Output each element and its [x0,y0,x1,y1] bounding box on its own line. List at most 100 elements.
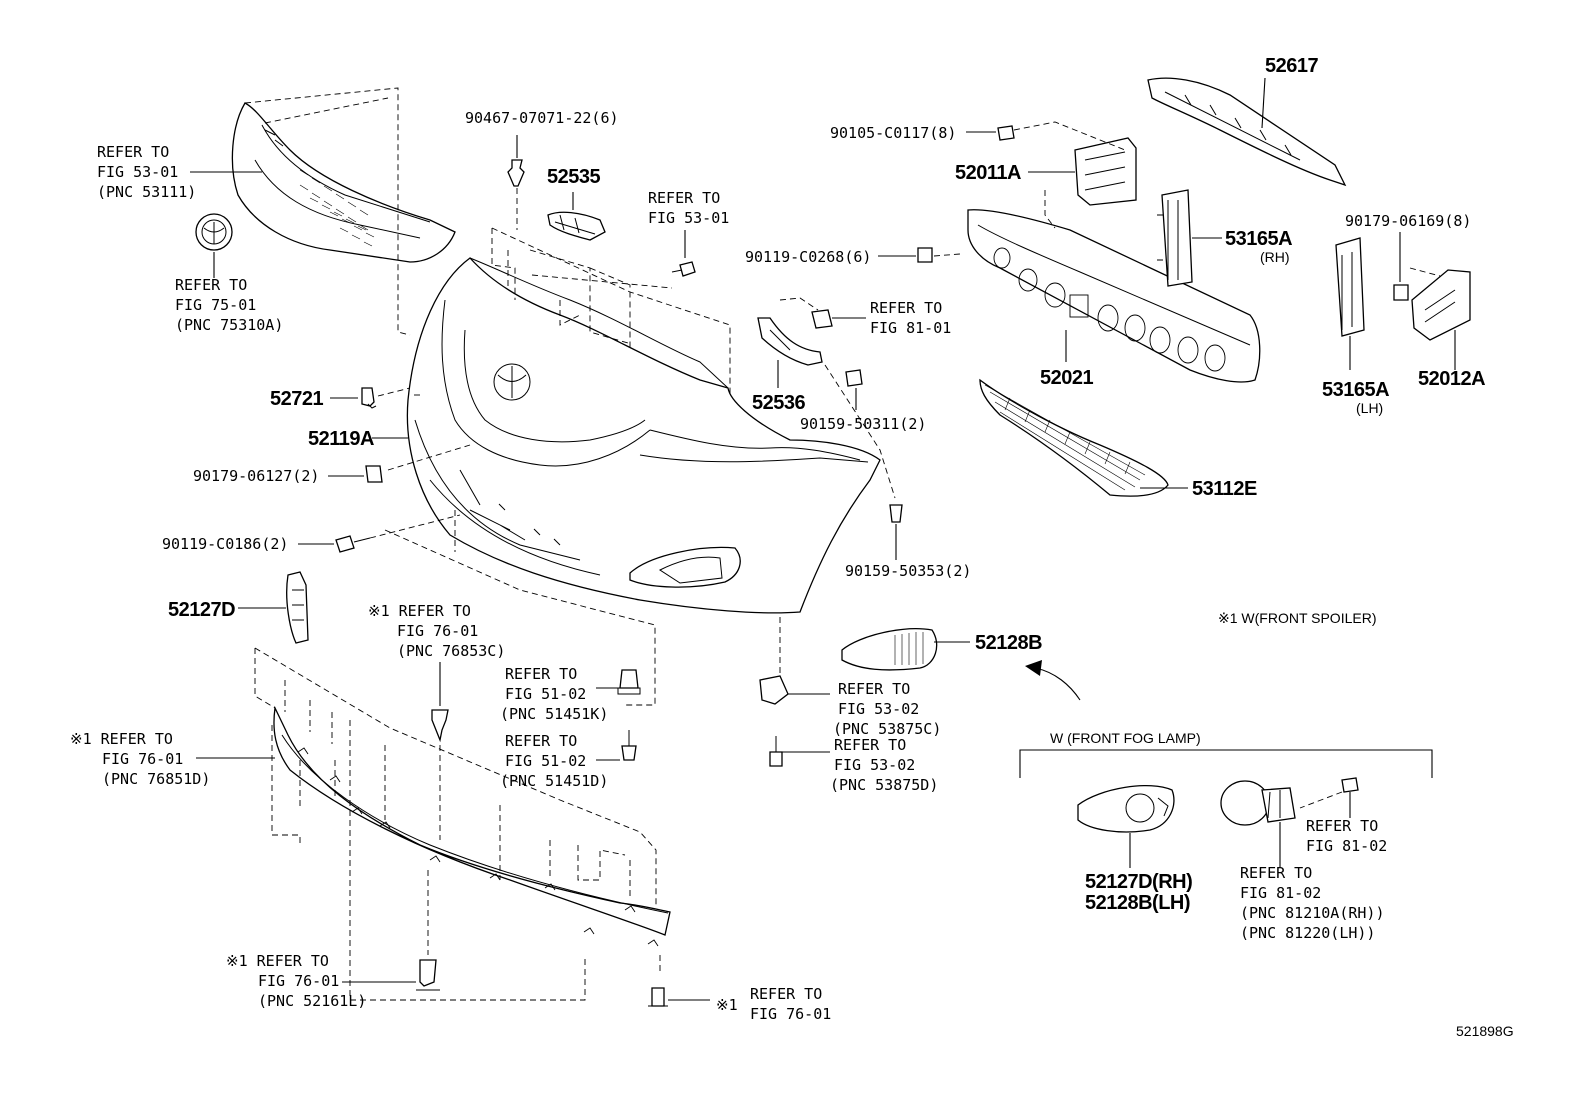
label-90467: 90467-07071-22(6) [465,109,619,127]
bolt-90119-C0268 [917,247,933,263]
lower-grille-53112E [979,378,1169,497]
label-refer-81-02-b-l2: FIG 81-02 [1240,884,1321,902]
label-refer-76853C-l2: FIG 76-01 [397,622,478,640]
bolt-refer-53-01 [671,261,696,277]
bracket-52535 [547,211,606,241]
bolt-90119-C0186 [335,535,371,553]
label-refer-52161L-l1: ※1 REFER TO [226,952,329,970]
label-52721: 52721 [270,388,323,410]
label-lh: (LH) [1356,400,1383,416]
bolt-53875D [769,736,783,767]
clip-76853C [431,709,449,743]
nut-90179-06169 [1393,284,1409,301]
nut-90179-06127 [365,465,383,483]
label-refer-76853C-l3: (PNC 76853C) [397,642,505,660]
label-refer-51451K-l3: (PNC 51451K) [500,705,608,723]
label-refer-75-01-l2: FIG 75-01 [175,296,256,314]
bracket-52012A [1411,269,1471,341]
bracket-53875C [759,675,789,705]
label-52127D: 52127D [168,599,235,621]
label-90159-50311: 90159-50311(2) [800,415,926,433]
fog-cover-52128B [841,628,938,671]
label-refer-76851D-l3: (PNC 76851D) [102,770,210,788]
label-refer-53875C-l1: REFER TO [838,680,910,698]
bolt-51451D [621,730,637,761]
label-52011A: 52011A [955,162,1021,184]
label-note-front-spoiler: ※1 W(FRONT SPOILER) [1218,610,1376,626]
nut-51451K [617,669,641,695]
label-refer-52161L-l3: (PNC 52161L) [258,992,366,1010]
front-bumper-cover [406,257,881,614]
clip-52721 [361,387,377,409]
bracket-53165A-rh [1157,189,1193,287]
label-refer-53-01-pnc-53111-l3: (PNC 53111) [97,183,196,201]
bolt-90159-50353 [889,504,903,523]
label-refer-81-02-b-l3: (PNC 81210A(RH)) [1240,904,1385,922]
label-refer-53-01-pnc-53111-l1: REFER TO [97,143,169,161]
label-refer-53875D-l3: (PNC 53875D) [830,776,938,794]
label-refer-81-01-l1: REFER TO [870,299,942,317]
label-52021: 52021 [1040,367,1093,389]
clip-52161L [416,959,440,991]
label-refer-76-01-l1: REFER TO [750,985,822,1003]
radiator-grille [231,102,456,263]
label-refer-81-02-b-l1: REFER TO [1240,864,1312,882]
label-refer-81-02-a-l1: REFER TO [1306,817,1378,835]
label-refer-53-01-pnc-53111-l2: FIG 53-01 [97,163,178,181]
side-cover-52127D [286,571,309,644]
label-52617: 52617 [1265,55,1318,77]
bolt-refer-81-01 [811,309,833,329]
label-refer-51451K-l2: FIG 51-02 [505,685,586,703]
label-refer-52161L-l2: FIG 76-01 [258,972,339,990]
absorber-52617 [1147,77,1347,187]
label-refer-53-01-l1: REFER TO [648,189,720,207]
bracket-53165A-lh [1335,237,1365,337]
label-52127D-rh: 52127D(RH) [1085,871,1192,893]
label-refer-76853C-l1: ※1 REFER TO [368,602,471,620]
label-refer-81-02-a-l2: FIG 81-02 [1306,837,1387,855]
label-refer-75-01-l3: (PNC 75310A) [175,316,283,334]
label-refer-53875C-l2: FIG 53-02 [838,700,919,718]
bolt-76-01 [648,987,668,1007]
label-rh: (RH) [1260,249,1290,265]
label-53165A-lh: 53165A [1322,379,1389,401]
label-90119-C0268: 90119-C0268(6) [745,248,871,266]
label-52128B: 52128B [975,632,1042,654]
label-refer-81-02-b-l4: (PNC 81220(LH)) [1240,924,1375,942]
label-refer-51451K-l1: REFER TO [505,665,577,683]
bolt-90105 [997,125,1015,141]
diagram-id: 521898G [1456,1023,1514,1039]
label-refer-76-01-l2: FIG 76-01 [750,1005,831,1023]
label-refer-76-01-mark: ※1 [716,996,738,1014]
emblem [195,213,233,251]
label-refer-53875D-l2: FIG 53-02 [834,756,915,774]
bolt-90467 [507,159,525,187]
fog-bezel [1077,785,1175,833]
label-53165A-rh: 53165A [1225,228,1292,250]
label-90159-50353: 90159-50353(2) [845,562,971,580]
label-refer-76851D-l1: ※1 REFER TO [70,730,173,748]
label-refer-81-01-l2: FIG 81-01 [870,319,951,337]
reinforcement-52021 [967,209,1261,383]
label-refer-75-01-l1: REFER TO [175,276,247,294]
label-90119-C0186: 90119-C0186(2) [162,535,288,553]
label-52535: 52535 [547,166,600,188]
label-52128B-lh: 52128B(LH) [1085,892,1190,914]
label-refer-53875C-l3: (PNC 53875C) [833,720,941,738]
fog-lamp-unit [1220,780,1296,826]
label-53112E: 53112E [1192,478,1257,500]
label-refer-51451D-l3: (PNC 51451D) [500,772,608,790]
bracket-52536 [757,317,823,366]
front-spoiler [273,705,671,947]
label-refer-76851D-l2: FIG 76-01 [102,750,183,768]
label-refer-51451D-l2: FIG 51-02 [505,752,586,770]
bracket-52011A [1074,137,1137,206]
label-52119A: 52119A [308,428,374,450]
label-90179-06127: 90179-06127(2) [193,467,319,485]
label-90105: 90105-C0117(8) [830,124,956,142]
label-52012A: 52012A [1418,368,1485,390]
label-90179-06169: 90179-06169(8) [1345,212,1471,230]
label-refer-53-01-l2: FIG 53-01 [648,209,729,227]
label-refer-53875D-l1: REFER TO [834,736,906,754]
